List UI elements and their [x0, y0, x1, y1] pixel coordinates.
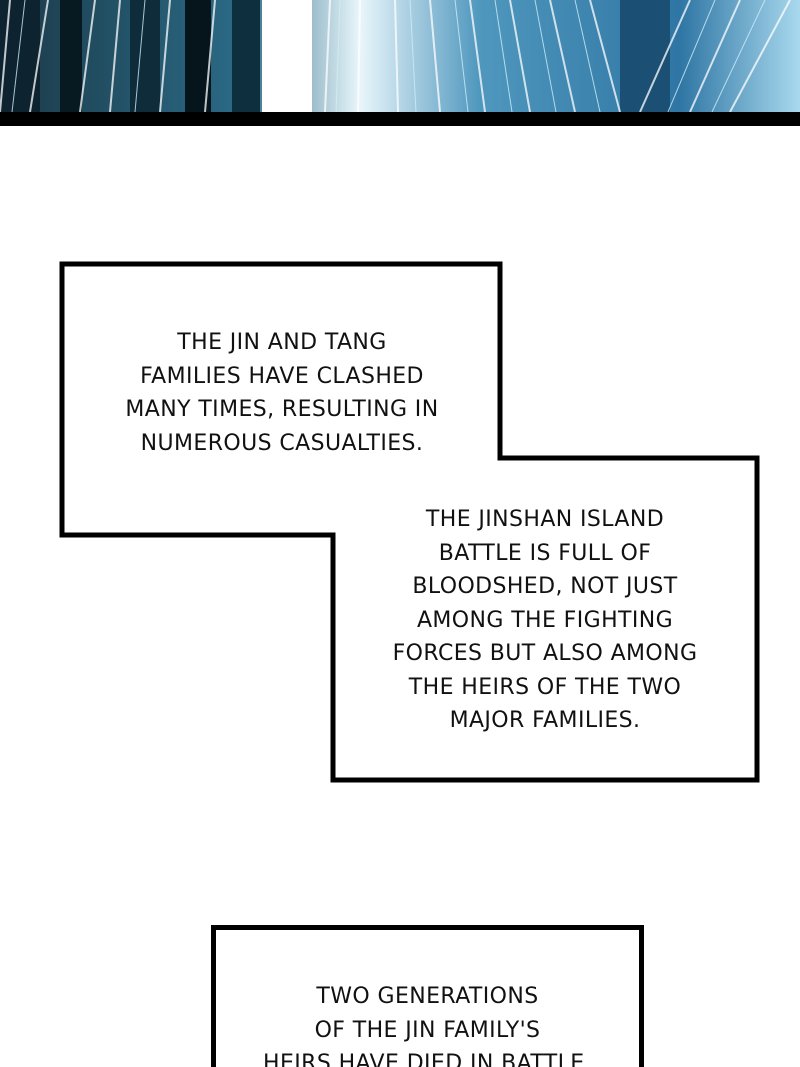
illustration-panel-top — [0, 0, 800, 112]
panel-border — [0, 112, 800, 126]
caption-box-3 — [211, 925, 644, 1067]
caption-text-2: THE JINSHAN ISLAND BATTLE IS FULL OF BLO… — [392, 507, 698, 733]
caption-text-3: TWO GENERATIONS OF THE JIN FAMILY'S HEIR… — [263, 984, 592, 1067]
speed-lines-art — [0, 0, 800, 112]
caption-text-1: THE JIN AND TANG FAMILIES HAVE CLASHED M… — [125, 330, 439, 456]
